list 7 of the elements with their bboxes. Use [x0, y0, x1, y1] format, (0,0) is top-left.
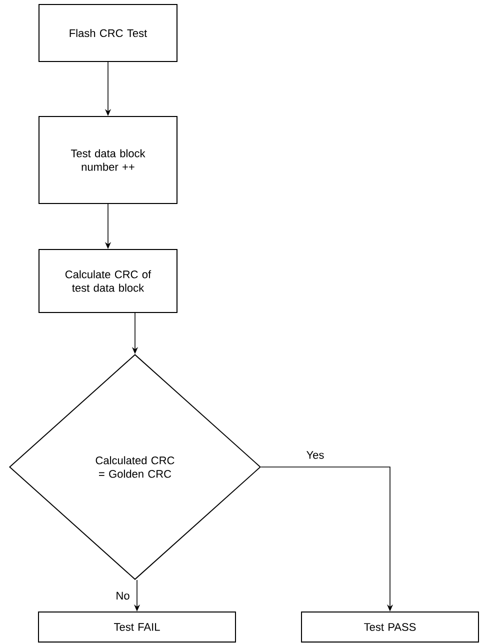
- process-box: Test PASS: [301, 612, 479, 642]
- process-box: Flash CRC Test: [38, 4, 178, 62]
- process-box: Test data block number ++: [38, 116, 178, 204]
- edge-label: Yes: [305, 450, 326, 460]
- edge-label: No: [114, 590, 131, 601]
- process-box: Calculate CRC of test data block: [38, 249, 178, 313]
- process-box: Test FAIL: [38, 612, 236, 642]
